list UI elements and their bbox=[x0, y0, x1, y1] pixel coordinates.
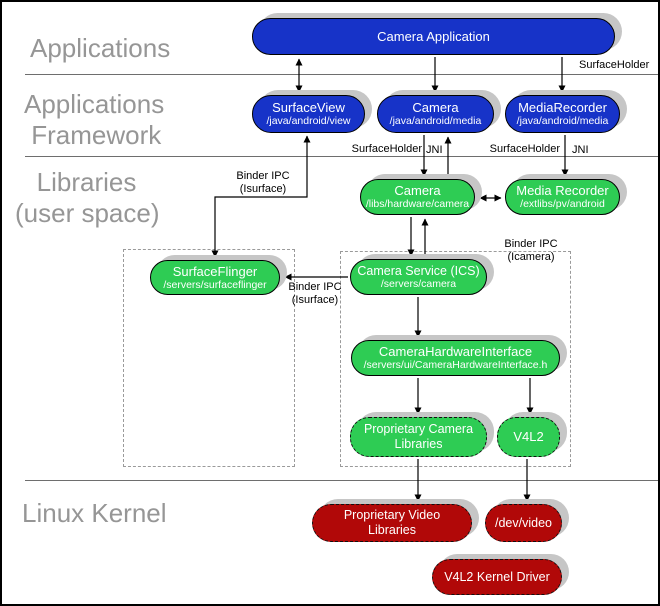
node-title: V4L2 Kernel Driver bbox=[444, 569, 550, 584]
node-proprietary-camera-libraries: Proprietary Camera Libraries bbox=[350, 417, 487, 457]
node-path: /java/android/view bbox=[266, 115, 351, 128]
node-title: CameraHardwareInterface bbox=[378, 344, 533, 360]
node-v4l2-kernel-driver: V4L2 Kernel Driver bbox=[432, 559, 562, 595]
layer-label-applications: Applications bbox=[30, 33, 171, 63]
divider-applications-framework bbox=[25, 74, 658, 75]
node-title: SurfaceView bbox=[272, 100, 345, 116]
node-camera-java: Camera /java/android/media bbox=[377, 95, 494, 133]
label-binder-icamera: Binder IPC (Icamera) bbox=[504, 238, 558, 263]
surfaceflinger-process-group bbox=[123, 249, 295, 467]
layer-label-libraries: Libraries (user space) bbox=[15, 167, 160, 229]
node-camera-hardware-interface: CameraHardwareInterface /servers/ui/Came… bbox=[351, 340, 560, 376]
node-path: /extlibs/pv/android bbox=[520, 198, 605, 211]
node-path: /servers/ui/CameraHardwareInterface.h bbox=[363, 359, 548, 372]
node-path: /java/android/media bbox=[389, 115, 482, 128]
node-surfaceview: SurfaceView /java/android/view bbox=[252, 95, 365, 133]
node-title: V4L2 bbox=[513, 429, 544, 445]
node-path: /servers/camera bbox=[380, 277, 457, 290]
node-title: SurfaceFlinger bbox=[172, 263, 258, 279]
node-title: /dev/video bbox=[495, 515, 552, 530]
node-title: Camera bbox=[394, 183, 441, 199]
node-camera-service: Camera Service (ICS) /servers/camera bbox=[350, 259, 487, 295]
cameraservice-process-group bbox=[340, 251, 571, 467]
node-path: /servers/surfaceflinger bbox=[163, 278, 267, 291]
layer-label-kernel: Linux Kernel bbox=[22, 498, 167, 528]
node-title: Proprietary Camera Libraries bbox=[363, 422, 474, 451]
label-binder-isurface-mid: Binder IPC (Isurface) bbox=[288, 281, 342, 306]
node-camera-lib: Camera /libs/hardware/camera bbox=[360, 179, 475, 215]
node-mediarecorder-lib: Media Recorder /extlibs/pv/android bbox=[505, 179, 620, 215]
node-dev-video: /dev/video bbox=[485, 504, 562, 542]
node-path: /libs/hardware/camera bbox=[365, 198, 470, 211]
node-surfaceflinger: SurfaceFlinger /servers/surfaceflinger bbox=[150, 260, 280, 295]
node-title: Camera Service (ICS) bbox=[357, 263, 480, 278]
node-title: Camera Application bbox=[377, 28, 490, 44]
label-surfaceholder-recorder: SurfaceHolder bbox=[489, 143, 560, 155]
node-proprietary-video-libraries: Proprietary Video Libraries bbox=[312, 504, 472, 542]
label-surfaceholder-camera: SurfaceHolder bbox=[351, 143, 422, 155]
node-title: Media Recorder bbox=[516, 183, 609, 199]
label-jni-recorder: JNI bbox=[572, 144, 589, 156]
label-binder-isurface-top: Binder IPC (Isurface) bbox=[236, 170, 290, 195]
node-mediarecorder-java: MediaRecorder /java/android/media bbox=[505, 95, 620, 133]
layer-label-framework: Applications Framework bbox=[24, 89, 165, 151]
node-title: Proprietary Video Libraries bbox=[343, 508, 441, 537]
label-surfaceholder-top: SurfaceHolder bbox=[579, 59, 650, 71]
divider-libraries-kernel bbox=[25, 480, 658, 481]
node-path: /java/android/media bbox=[516, 115, 609, 128]
node-camera-application: Camera Application bbox=[252, 18, 615, 55]
divider-framework-libraries bbox=[25, 156, 658, 157]
node-title: Camera bbox=[412, 100, 459, 116]
node-title: MediaRecorder bbox=[518, 100, 607, 116]
arrow-surfaceview-surfaceflinger-binder bbox=[211, 135, 311, 258]
label-jni-camera: JNI bbox=[426, 144, 443, 156]
node-v4l2: V4L2 bbox=[497, 417, 560, 457]
